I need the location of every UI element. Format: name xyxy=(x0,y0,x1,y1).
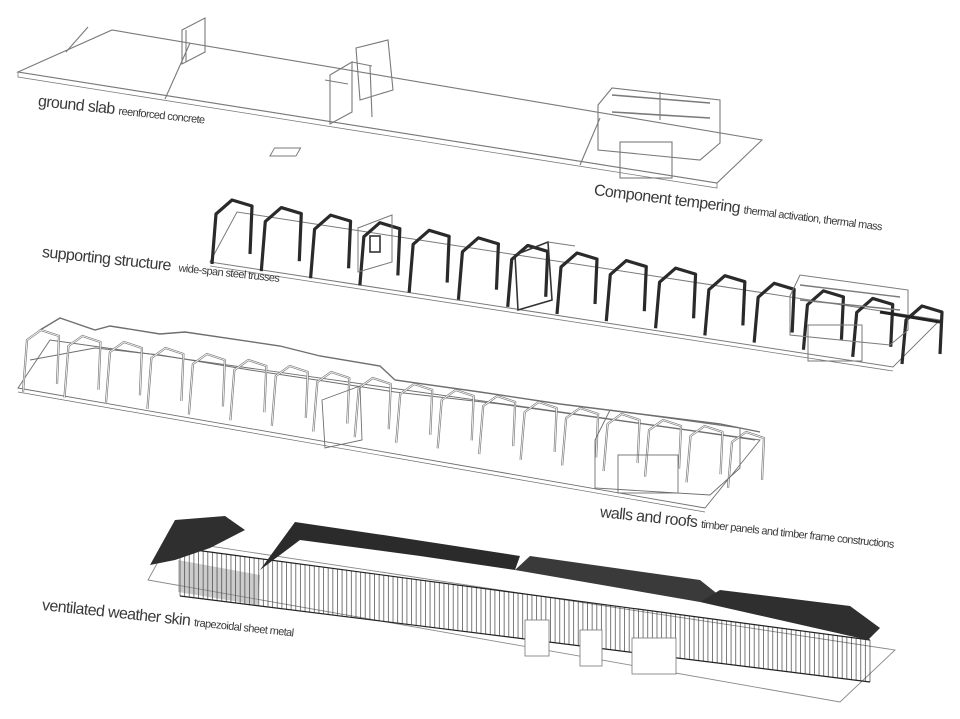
end-box-rail xyxy=(611,94,711,104)
structure-slab xyxy=(209,211,942,368)
skin-roof xyxy=(260,522,520,570)
timber-frame-inner xyxy=(105,341,143,404)
slab-joint xyxy=(65,26,89,53)
slab-joint xyxy=(579,117,601,166)
skin-roof xyxy=(515,556,720,602)
timber-frame-inner xyxy=(395,383,433,443)
timber-frame-inner xyxy=(520,401,558,460)
end-frame xyxy=(594,409,741,496)
timber-frame-inner xyxy=(64,335,101,398)
steel-truss xyxy=(506,243,550,307)
skin-facade xyxy=(178,560,260,605)
weather-skin-layer xyxy=(147,516,896,703)
steel-trusses xyxy=(210,198,944,365)
core-box xyxy=(514,240,553,312)
core-opening xyxy=(369,235,381,253)
steel-truss xyxy=(358,221,402,286)
steel-truss xyxy=(752,281,796,343)
timber-frame-inner xyxy=(561,407,599,466)
skin-door xyxy=(631,637,677,675)
timber-frame-inner xyxy=(686,425,723,483)
steel-truss xyxy=(604,258,648,322)
core-edge xyxy=(351,61,373,67)
timber-frame-inner xyxy=(354,377,392,438)
steel-truss xyxy=(555,251,599,315)
timber-frame-inner xyxy=(437,389,475,449)
timber-frame-inner xyxy=(188,353,226,415)
steel-truss xyxy=(259,205,303,272)
mid-core xyxy=(321,385,363,449)
timber-frame-inner xyxy=(229,359,267,421)
slab-opening xyxy=(269,147,302,157)
timber-frame-inner xyxy=(603,413,640,472)
steel-truss xyxy=(900,304,944,365)
core-edge xyxy=(547,241,576,247)
core-box xyxy=(357,214,393,273)
end-rail xyxy=(799,299,901,311)
roof-ridge-lower xyxy=(29,347,756,441)
trapezoidal-cladding xyxy=(179,547,871,683)
end-beam xyxy=(879,310,941,324)
ground-slab-layer xyxy=(16,17,764,189)
walls-slab xyxy=(17,339,761,509)
end-door xyxy=(807,324,863,362)
wall-block xyxy=(181,17,206,65)
cladding-top-edge xyxy=(179,547,871,641)
core-edge xyxy=(369,65,373,118)
skin-door xyxy=(579,629,603,667)
timber-frame-inner xyxy=(312,371,350,432)
end-door xyxy=(617,454,679,494)
steel-truss xyxy=(703,274,747,336)
timber-frame xyxy=(726,430,766,489)
walls-slab-edge xyxy=(17,391,706,513)
steel-truss xyxy=(801,289,846,350)
timber-frame-inner xyxy=(147,347,184,409)
supporting-structure-layer xyxy=(209,198,944,372)
steel-truss xyxy=(210,198,254,265)
timber-frame-inner xyxy=(22,329,60,393)
steel-truss xyxy=(407,228,451,293)
end-box-door xyxy=(619,141,673,179)
timber-frames xyxy=(21,328,766,489)
core-block xyxy=(355,39,394,101)
steel-truss xyxy=(456,236,501,300)
end-box xyxy=(597,87,721,161)
ground-slab-thickness xyxy=(17,71,718,189)
end-box-rail xyxy=(611,111,711,119)
steel-truss xyxy=(851,296,895,358)
walls-and-roofs-layer xyxy=(17,317,766,513)
core-block xyxy=(329,61,353,125)
structure-slab-edge xyxy=(209,265,894,372)
core-edge xyxy=(324,79,349,85)
skin-door xyxy=(524,619,550,657)
end-frame xyxy=(789,274,909,346)
skin-roof xyxy=(150,516,245,565)
timber-frame-inner xyxy=(644,419,682,477)
end-rail xyxy=(799,284,901,298)
skin-roof xyxy=(700,590,880,640)
timber-frame-inner xyxy=(271,365,309,426)
steel-truss xyxy=(653,266,698,329)
timber-frame-inner xyxy=(478,395,516,455)
steel-truss xyxy=(308,213,353,279)
timber-frame-inner xyxy=(727,431,765,489)
